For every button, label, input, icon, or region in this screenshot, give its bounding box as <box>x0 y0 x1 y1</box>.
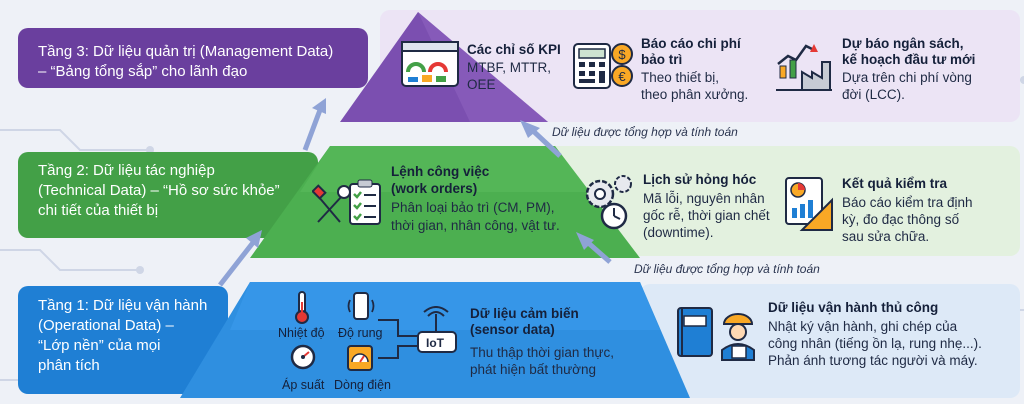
tier3-band <box>18 28 368 88</box>
work-orders-title-1: Lệnh công việc <box>391 164 490 179</box>
tier1-subtitle-3: phân tích <box>38 357 100 374</box>
report-ruler-icon <box>785 177 833 231</box>
thermometer-icon <box>295 291 309 324</box>
manual-data-text-2: công nhân (tiếng ồn lạ, rung nhẹ...). <box>768 336 982 351</box>
failure-history-title: Lịch sử hỏng hóc <box>643 172 757 187</box>
aggregation-note-upper: Dữ liệu được tổng hợp và tính toán <box>552 125 738 139</box>
tier1-subtitle-1: (Operational Data) – <box>38 317 174 334</box>
failure-history-text-1: Mã lỗi, nguyên nhân <box>643 191 765 206</box>
logbook-worker-icon <box>677 307 755 361</box>
sensor-temperature-label: Nhiệt độ <box>278 326 325 340</box>
tier3-subtitle: – “Bảng tổng sắp” cho lãnh đạo <box>38 63 248 80</box>
tier2-subtitle-2: chi tiết của thiết bị <box>38 202 159 219</box>
vibration-phone-icon <box>347 292 375 320</box>
kpi-title: Các chỉ số KPI <box>467 42 561 57</box>
work-orders-title-2: (work orders) <box>391 181 478 196</box>
work-orders-text-2: thời gian, nhân công, vật tư. <box>391 218 560 233</box>
factory-forecast-icon <box>776 44 832 91</box>
iot-label: IoT <box>426 336 445 350</box>
budget-forecast-title-1: Dự báo ngân sách, <box>842 36 964 51</box>
kpi-text-2: OEE <box>467 77 496 92</box>
current-meter-icon <box>347 345 373 371</box>
svg-text:€: € <box>618 69 626 84</box>
calculator-coins-icon: $ € <box>573 43 633 89</box>
tools-checklist-icon <box>312 179 381 225</box>
aggregation-note-lower: Dữ liệu được tổng hợp và tính toán <box>634 262 820 276</box>
sensor-data-text-1: Thu thập thời gian thực, <box>470 345 614 360</box>
sensor-data-text-2: phát hiện bất thường <box>470 362 596 377</box>
tier2-band <box>18 152 318 238</box>
inspection-title: Kết quả kiểm tra <box>842 176 948 191</box>
cost-report-title-1: Báo cáo chi phí <box>641 36 741 51</box>
iot-router-icon: IoT <box>378 306 457 359</box>
sensor-pressure-label: Áp suất <box>282 378 325 392</box>
manual-data-text-1: Nhật ký vận hành, ghi chép của <box>768 319 958 334</box>
manual-data-title: Dữ liệu vận hành thủ công <box>768 300 939 315</box>
svg-text:$: $ <box>618 47 626 62</box>
sensor-vibration-label: Độ rung <box>338 326 383 340</box>
tier2-title: Tầng 2: Dữ liệu tác nghiệp <box>38 162 215 179</box>
failure-history-text-2: gốc rễ, thời gian chết <box>643 208 770 223</box>
cost-report-title-2: bảo trì <box>641 52 683 67</box>
tier2-subtitle-1: (Technical Data) – “Hồ sơ sức khỏe” <box>38 182 280 199</box>
budget-forecast-text-1: Dựa trên chi phí vòng <box>842 70 972 85</box>
kpi-text-1: MTBF, MTTR, <box>467 60 551 75</box>
budget-forecast-title-2: kế hoạch đầu tư mới <box>842 52 976 67</box>
gears-clock-icon <box>585 175 632 230</box>
sensor-current-label: Dòng điện <box>334 378 391 392</box>
budget-forecast-text-2: đời (LCC). <box>842 87 905 102</box>
failure-history-text-3: (downtime). <box>643 225 714 240</box>
work-orders-text-1: Phân loại bảo trì (CM, PM), <box>391 200 555 215</box>
inspection-text-1: Báo cáo kiểm tra định <box>842 195 973 210</box>
dashboard-icon <box>401 41 459 87</box>
tier1-band <box>18 286 228 394</box>
cost-report-text-2: theo phân xưởng. <box>641 87 749 102</box>
cost-report-text-1: Theo thiết bị, <box>641 70 720 85</box>
inspection-text-2: kỳ, đo đạc thông số <box>842 212 960 227</box>
tier3-title: Tầng 3: Dữ liệu quản trị (Management Dat… <box>38 43 334 60</box>
sensor-data-title-1: Dữ liệu cảm biến <box>470 306 579 321</box>
pressure-gauge-icon <box>290 344 316 370</box>
sensor-data-title-2: (sensor data) <box>470 322 555 337</box>
inspection-text-3: sau sửa chữa. <box>842 229 930 244</box>
tier1-subtitle-2: “Lớp nền” của mọi <box>38 337 161 354</box>
tier1-title: Tầng 1: Dữ liệu vận hành <box>38 297 208 314</box>
manual-data-text-3: Phản ánh tương tác người và máy. <box>768 353 978 368</box>
